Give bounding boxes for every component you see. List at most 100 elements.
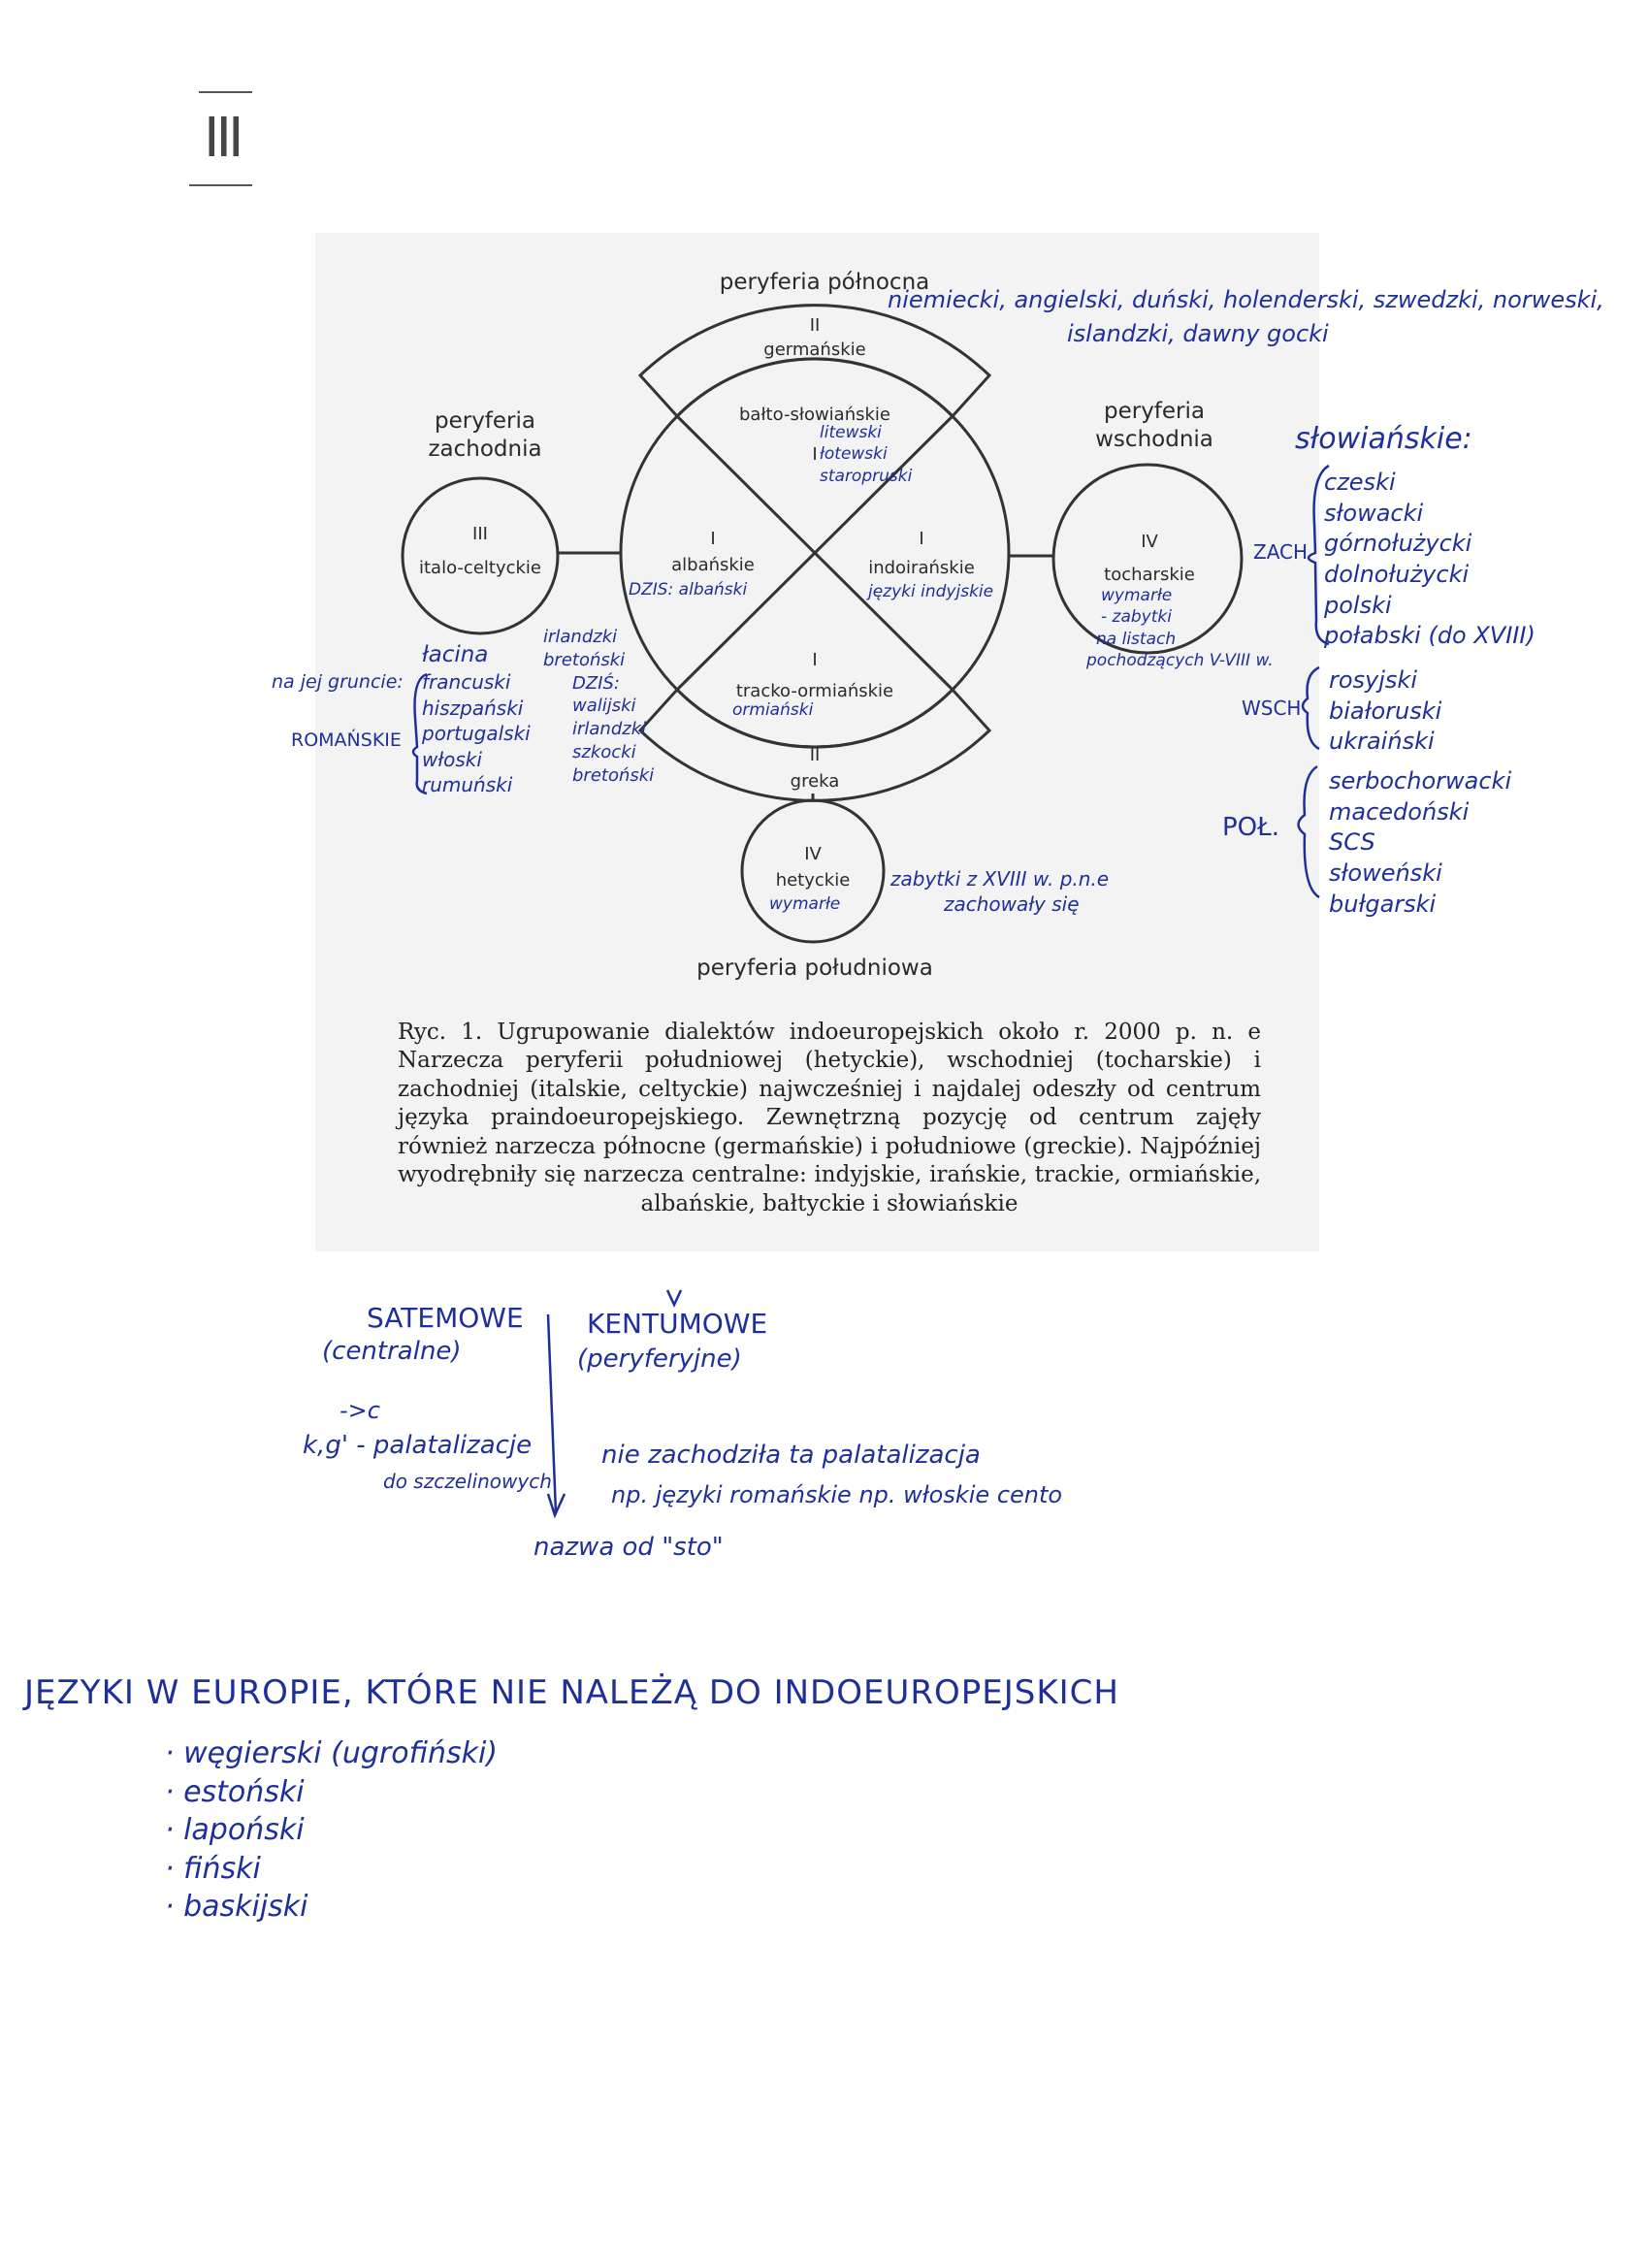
group-thraco-armenian-num: I xyxy=(812,650,818,670)
periphery-north: peryferia północna xyxy=(719,270,930,295)
note-wsch-item: białoruski xyxy=(1329,697,1442,725)
group-germanic-name: germańskie xyxy=(763,340,866,360)
non-ie-item-label: baskijski xyxy=(183,1890,308,1925)
note-balto-item: łotewski xyxy=(820,444,888,465)
note-balto: litewski łotewski staropruski xyxy=(820,422,912,487)
non-ie-item: · estoński xyxy=(165,1774,305,1809)
group-balto-slavic-name: bałto-słowiańskie xyxy=(738,405,890,425)
west-circle xyxy=(401,476,560,635)
figure-caption: Ryc. 1. Ugrupowanie dialektów indoeurope… xyxy=(398,1020,1261,1216)
non-ie-title: JĘZYKI W EUROPIE, KTÓRE NIE NALEŻĄ DO IN… xyxy=(24,1673,1119,1712)
note-hittite-remains-item: zachowały się xyxy=(944,892,1080,917)
note-romance: łacina francuski hiszpański portugalski … xyxy=(422,640,531,797)
note-celtic-item: walijski xyxy=(572,696,636,717)
satem-name-origin: nazwa od "sto" xyxy=(534,1533,724,1562)
kentum-line1: nie zachodziła ta palatalizacja xyxy=(601,1441,981,1470)
periphery-west: peryferia zachodnia xyxy=(428,408,542,462)
note-tocharian-item: - zabytki xyxy=(1101,607,1172,628)
diagonal-2 xyxy=(675,414,954,692)
roman-mark-underline xyxy=(189,184,252,186)
note-hittite: wymarłe xyxy=(769,894,841,914)
note-romance-item: francuski xyxy=(422,670,511,695)
note-pol-item: bułgarski xyxy=(1329,890,1437,918)
slavic-wsch-brace xyxy=(1301,665,1320,751)
note-tocharian-item: pochodzących V-VIII w. xyxy=(1086,651,1274,671)
note-zach-item: słowacki xyxy=(1324,499,1424,527)
non-ie-item: · fiński xyxy=(165,1851,261,1886)
satem-subtitle: (centralne) xyxy=(322,1337,462,1366)
non-ie-item-label: lapoński xyxy=(183,1813,305,1848)
note-zach-label: ZACH xyxy=(1253,540,1309,564)
group-thraco-armenian-name: tracko-ormiańskie xyxy=(735,681,894,701)
note-wsch: rosyjski białoruski ukraiński xyxy=(1329,665,1441,758)
periphery-south: peryferia południowa xyxy=(696,956,933,981)
note-celtic-item: DZIŚ: xyxy=(572,672,620,694)
note-germanic-line2: islandzki, dawny gocki xyxy=(1067,320,1329,347)
scanned-figure-area xyxy=(315,233,1319,1251)
note-romance-label: ROMAŃSKIE xyxy=(291,729,402,751)
group-albanian-name: albańskie xyxy=(671,555,755,575)
group-italo-celtic-num: III xyxy=(472,524,488,544)
satem-kg-line1: k,g' - palatalizacje xyxy=(303,1431,533,1460)
note-celtic-item: bretoński xyxy=(572,764,655,786)
group-hittite-name: hetyckie xyxy=(775,870,851,891)
non-ie-item-label: fiński xyxy=(183,1851,261,1886)
satem-kentum-divider xyxy=(546,1313,558,1514)
note-germanic-line1: niemiecki, angielski, duński, holendersk… xyxy=(888,286,1604,313)
note-pol-item: serbochorwacki xyxy=(1329,767,1512,794)
note-pol: serbochorwacki macedoński SCS słoweński … xyxy=(1329,766,1511,920)
note-slavic-title: słowiańskie: xyxy=(1295,422,1472,456)
note-celtic: irlandzki bretoński DZIŚ: walijski irlan… xyxy=(543,626,654,787)
group-indo-iranian-name: indoirańskie xyxy=(868,558,975,578)
south-band xyxy=(637,687,992,802)
non-ie-list: · węgierski (ugrofiński) · estoński · la… xyxy=(165,1734,498,1927)
note-romance-item: włoski xyxy=(422,747,482,771)
non-ie-item: · baskijski xyxy=(165,1890,308,1925)
group-hittite-num: IV xyxy=(804,844,822,864)
note-zach-item: czeski xyxy=(1324,469,1396,496)
satem-arrow xyxy=(546,1493,566,1519)
note-pol-item: słoweński xyxy=(1329,859,1442,888)
note-wsch-item: rosyjski xyxy=(1329,666,1417,694)
note-indo: języki indyjskie xyxy=(868,582,994,601)
group-albanian-num: I xyxy=(710,529,716,549)
note-pol-item: macedoński xyxy=(1329,797,1470,826)
group-greek-num: II xyxy=(809,745,821,765)
note-balto-item: staropruski xyxy=(820,466,913,486)
slavic-pol-brace xyxy=(1297,764,1320,899)
note-romance-item: hiszpański xyxy=(422,696,524,720)
note-wsch-item: ukraiński xyxy=(1329,728,1435,756)
slavic-zach-brace xyxy=(1307,464,1330,646)
note-tocharian: wymarłe - zabytki na listach pochodzącyc… xyxy=(1086,585,1274,672)
note-tocharian-item: na listach xyxy=(1096,629,1177,649)
note-romance-prefix: na jej gruncie: xyxy=(272,671,404,693)
satem-kg-arrow: ->c xyxy=(340,1397,380,1424)
group-indo-iranian-num: I xyxy=(919,529,924,549)
note-zach-item: dolnołużycki xyxy=(1324,561,1470,589)
east-circle xyxy=(1051,463,1244,655)
group-tocharian-name: tocharskie xyxy=(1104,565,1195,585)
kentum-line2: np. języki romańskie np. włoskie cento xyxy=(611,1481,1063,1508)
note-zach-item: górnołużycki xyxy=(1324,530,1472,558)
periphery-east: peryferia wschodnia xyxy=(1095,399,1213,452)
note-hittite-remains-item: zabytki z XVIII w. p.n.e xyxy=(890,867,1110,891)
satem-kg-line2: do szczelinowych xyxy=(383,1470,552,1493)
note-celtic-item: irlandzki xyxy=(543,627,618,647)
note-hittite-remains: zabytki z XVIII w. p.n.e zachowały się xyxy=(890,866,1109,918)
group-italo-celtic-name: italo-celtyckie xyxy=(418,558,541,578)
roman-mark-overline xyxy=(199,91,252,93)
group-greek-name: greka xyxy=(790,771,840,792)
non-ie-item-label: węgierski (ugrofiński) xyxy=(183,1736,498,1770)
note-pol-item: SCS xyxy=(1329,828,1375,857)
note-tocharian-item: wymarłe xyxy=(1101,586,1173,605)
note-celtic-item: irlandzki xyxy=(572,719,647,739)
romance-brace xyxy=(411,672,428,795)
group-germanic-num: II xyxy=(809,315,821,336)
note-celtic-item: bretoński xyxy=(543,649,626,670)
note-zach: czeski słowacki górnołużycki dolnołużyck… xyxy=(1324,468,1536,652)
non-ie-item: · węgierski (ugrofiński) xyxy=(165,1736,498,1770)
note-romance-item: łacina xyxy=(422,642,489,667)
note-armenian: ormiański xyxy=(732,700,814,720)
group-tocharian-num: IV xyxy=(1141,532,1158,552)
